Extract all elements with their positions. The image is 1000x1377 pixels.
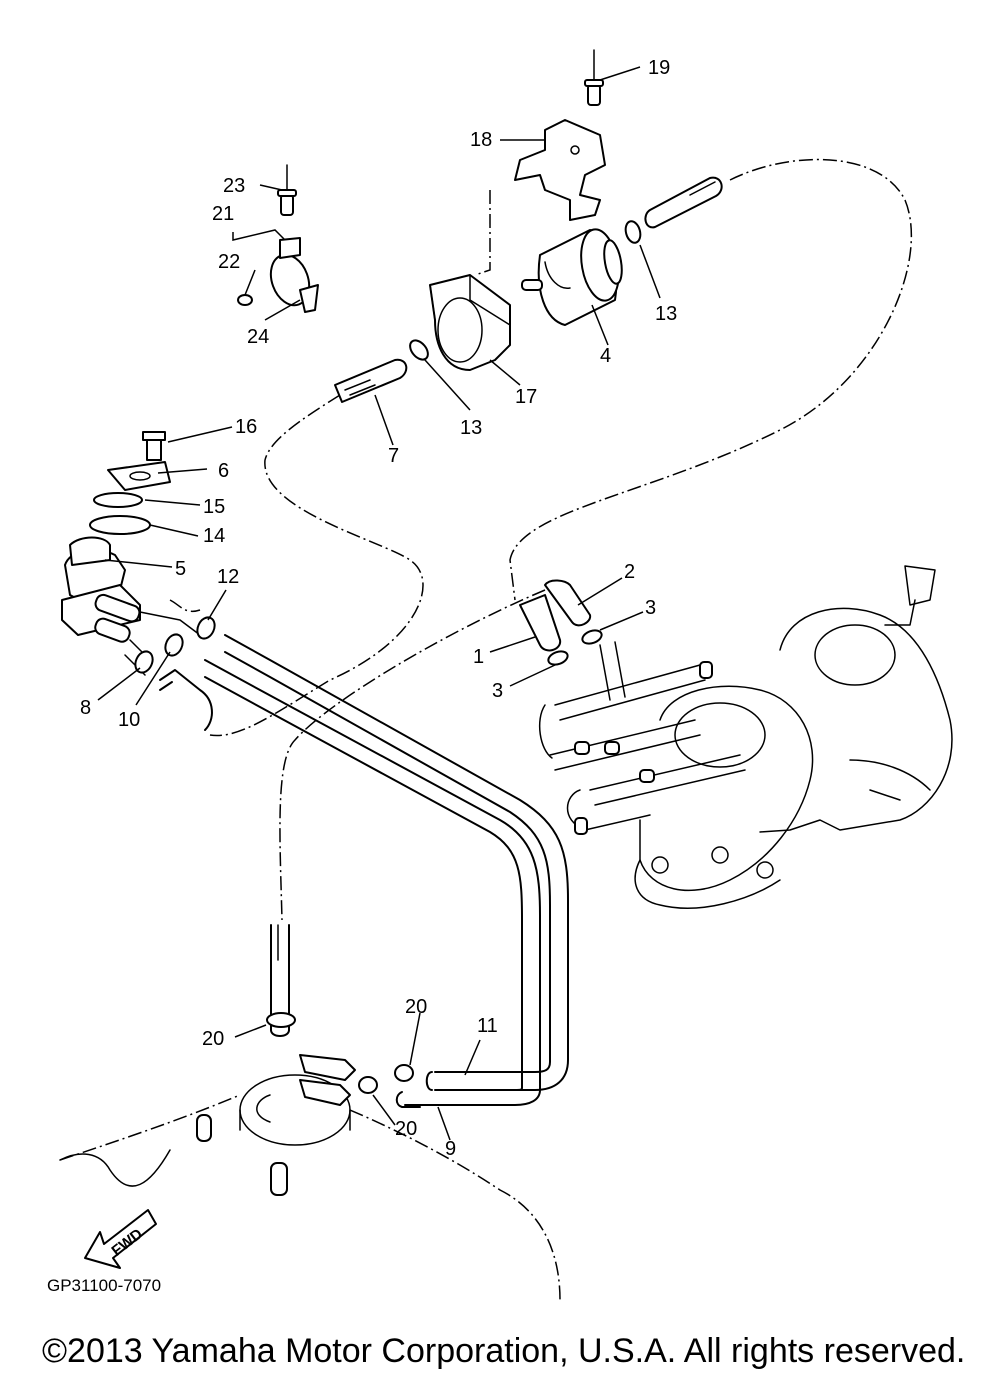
tank-fittings: [256, 1054, 356, 1123]
copyright-notice: ©2013 Yamaha Motor Corporation, U.S.A. A…: [42, 1332, 965, 1370]
carburetor-assembly: [538, 565, 953, 909]
callout-label: 3: [492, 680, 503, 702]
callout-label: 24: [247, 326, 269, 348]
callout-label: 1: [473, 646, 484, 668]
fuel-cock-assembly: [61, 431, 201, 676]
callout-label: 16: [235, 416, 257, 438]
callout-label: 23: [223, 175, 245, 197]
filter-bracket: [429, 274, 511, 371]
callout-label: 6: [218, 460, 229, 482]
hose-2: [544, 579, 592, 627]
callout-label: 14: [203, 525, 225, 547]
hose-11: [224, 634, 569, 1091]
mount-bracket: [514, 119, 606, 221]
callout-label: 15: [203, 496, 225, 518]
callout-label: 4: [600, 345, 611, 367]
callout-label: 8: [80, 697, 91, 719]
callout-label: 12: [217, 566, 239, 588]
callout-label: 21: [212, 203, 234, 225]
hose-7: [334, 358, 408, 403]
callout-label: 18: [470, 129, 492, 151]
fwd-arrow-icon: FWD: [84, 1209, 157, 1269]
leader-lines: [97, 66, 661, 1141]
fuel-filter: [521, 228, 623, 326]
vertical-hose: [270, 924, 290, 1037]
callout-label: 9: [445, 1138, 456, 1160]
callout-label: 17: [515, 386, 537, 408]
callout-label: 20: [395, 1118, 417, 1140]
short-hoses: [159, 669, 213, 731]
bolt-23: [277, 164, 297, 216]
diagram-code: GP31100-7070: [47, 1276, 161, 1295]
callout-label: 19: [648, 57, 670, 79]
callout-label: 20: [405, 996, 427, 1018]
callout-labels: 1 2 3 3 4 5 6 7 8 9 10 11 12 13 13 13 14…: [80, 57, 677, 1160]
band-clamp: [237, 237, 319, 313]
hose-9: [204, 659, 541, 1108]
callout-label: 3: [645, 597, 656, 619]
callout-label: 10: [118, 709, 140, 731]
callout-label: 13: [655, 303, 677, 325]
callout-label: 2: [624, 561, 635, 583]
hose-1: [519, 594, 562, 652]
bolt-19: [584, 49, 604, 106]
callout-label: 7: [388, 445, 399, 467]
callout-label: 11: [477, 1015, 498, 1037]
callout-label: 13: [460, 417, 482, 439]
callout-label: 22: [218, 251, 240, 273]
callout-label: 5: [175, 558, 186, 580]
filter-hose: [644, 176, 723, 229]
fuel-tank-outline: [59, 1074, 561, 1301]
hose-routing: [169, 158, 913, 921]
clamps: [134, 220, 642, 1094]
callout-label: 20: [202, 1028, 224, 1050]
